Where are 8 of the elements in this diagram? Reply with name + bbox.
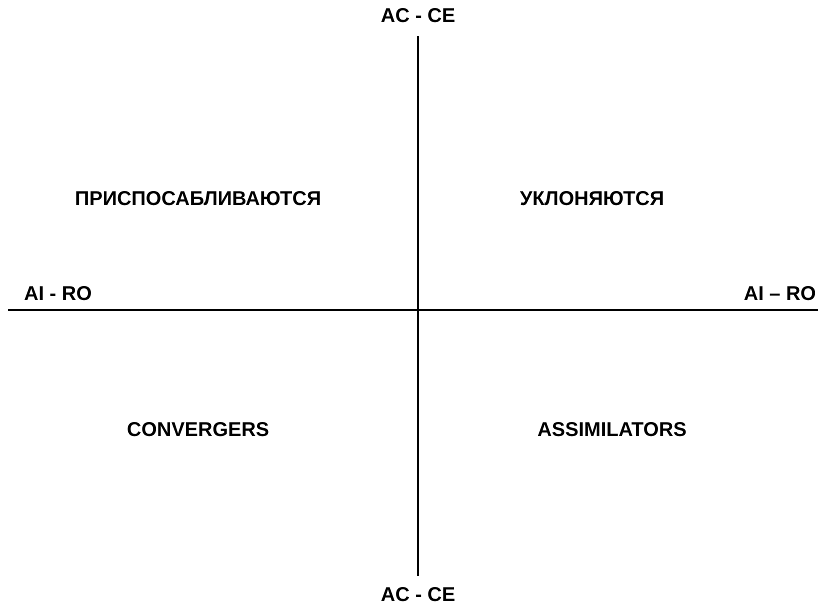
quadrant-label: ASSIMILATORS bbox=[537, 418, 687, 442]
quadrant-label: CONVERGERS bbox=[126, 418, 270, 442]
axis-label: AI – RO bbox=[744, 282, 816, 306]
axis-label: AC - CE bbox=[380, 4, 456, 28]
axis-label: AC - CE bbox=[380, 583, 456, 607]
axis-label: AI - RO bbox=[24, 282, 92, 306]
quadrant-label: ПРИСПОСАБЛИВАЮТСЯ bbox=[74, 187, 322, 211]
quadrant-label: УКЛОНЯЮТСЯ bbox=[520, 187, 664, 211]
